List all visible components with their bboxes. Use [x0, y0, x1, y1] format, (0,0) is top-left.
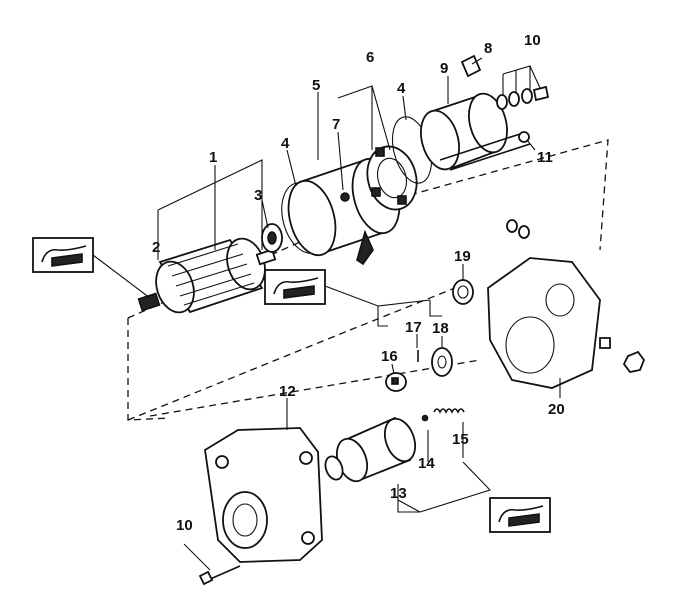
callout-1: 1 [209, 149, 217, 166]
callout-20: 20 [548, 401, 565, 418]
callout-16: 16 [381, 348, 398, 365]
drive-gear [431, 347, 453, 377]
callout-10-bottom: 10 [176, 517, 193, 534]
callout-4-right: 4 [397, 80, 406, 97]
callout-9: 9 [440, 60, 448, 77]
leader-lines [92, 57, 561, 571]
through-bolts [439, 131, 531, 171]
spring [433, 408, 465, 414]
gear-housing [487, 219, 646, 389]
retainer [385, 372, 407, 392]
callout-8: 8 [484, 40, 492, 57]
callout-13: 13 [390, 485, 407, 502]
callout-4-left: 4 [281, 135, 290, 152]
idler-gear [452, 279, 474, 305]
steel-ball [421, 414, 429, 422]
callout-7: 7 [332, 116, 340, 133]
plug [460, 54, 482, 78]
callout-6: 6 [366, 49, 374, 66]
lubricate-icon [32, 237, 94, 273]
callout-19: 19 [454, 248, 471, 265]
nuts-washers [496, 85, 550, 110]
lubricate-icon [264, 269, 326, 305]
callout-5: 5 [312, 77, 320, 94]
callout-12: 12 [279, 383, 296, 400]
callout-14: 14 [418, 455, 435, 472]
brush-holder [366, 145, 418, 211]
bearing [261, 223, 283, 253]
armature [137, 237, 277, 314]
mounting-bolt [198, 565, 241, 586]
yoke [287, 157, 401, 266]
callout-labels: 1 2 3 4 4 5 6 7 8 9 10 10 11 12 13 14 15… [152, 32, 565, 534]
end-cover [420, 92, 508, 171]
callout-18: 18 [432, 320, 449, 337]
drive-housing [204, 427, 323, 563]
callout-3: 3 [254, 187, 262, 204]
callout-15: 15 [452, 431, 469, 448]
lubricate-icon [489, 497, 551, 533]
callout-10-top: 10 [524, 32, 541, 49]
callout-2: 2 [152, 239, 160, 256]
callout-17: 17 [405, 319, 422, 336]
callout-11: 11 [537, 149, 553, 166]
starter-clutch [324, 416, 417, 483]
